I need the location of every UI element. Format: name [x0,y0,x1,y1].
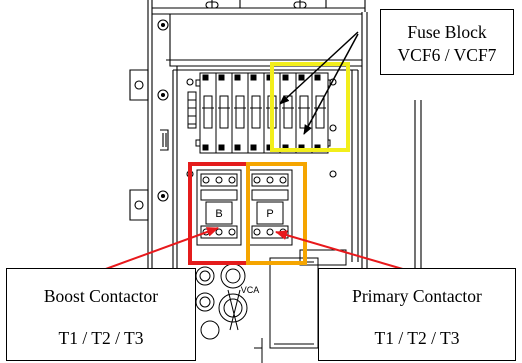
boost-letter: B [215,208,222,220]
boost-contactor-callout: Boost Contactor T1 / T2 / T3 [6,268,196,361]
boost-arrow [102,227,219,271]
boost-contactor-title: Boost Contactor [43,286,159,306]
primary-contactor-terminals: T1 / T2 / T3 [374,328,460,348]
fuse-block-ids: VCF6 / VCF7 [397,45,497,65]
primary-letter: P [266,208,273,220]
fuse-arrow-2 [303,33,359,135]
fuse-block-highlight [270,62,350,152]
vca-label: VCA [241,285,260,295]
fuse-block-title: Fuse Block [407,22,487,42]
boost-contactor-terminals: T1 / T2 / T3 [58,328,144,348]
primary-arrow [275,230,414,273]
mounting-screw-icons [134,19,337,210]
primary-contactor-callout: Primary Contactor T1 / T2 / T3 [318,268,516,361]
fuse-arrow-1 [279,31,359,105]
enclosure [129,0,422,345]
primary-contactor-highlight [246,162,307,265]
fuse-block-modules [187,72,331,154]
fuse-block-callout: Fuse Block VCF6 / VCF7 [380,9,514,75]
primary-contactor-title: Primary Contactor [352,286,482,306]
